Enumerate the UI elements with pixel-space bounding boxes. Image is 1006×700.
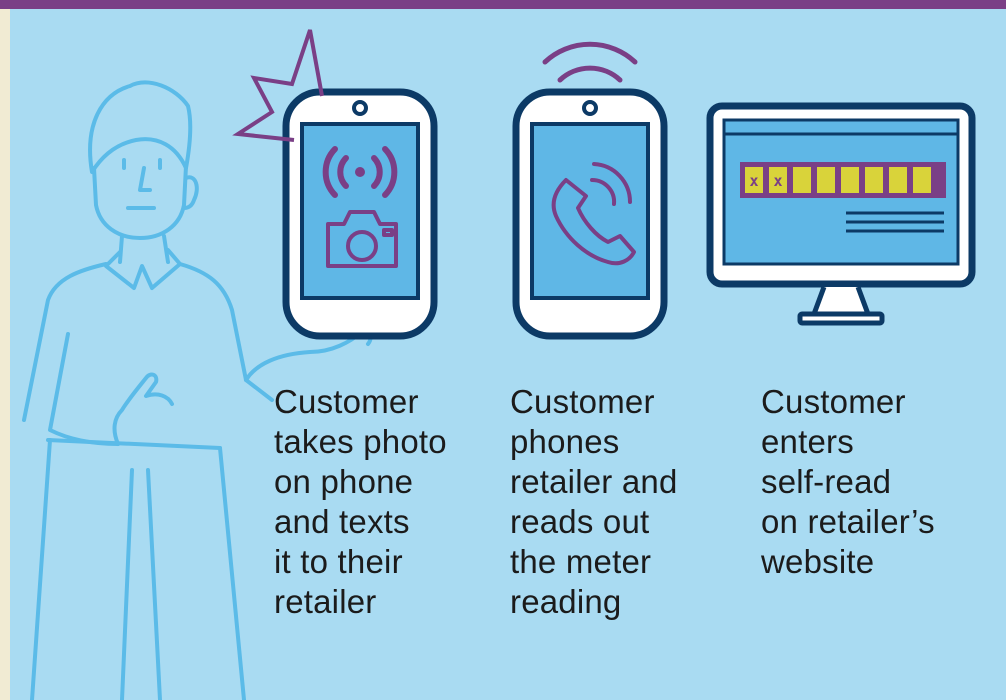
person-neck: [118, 234, 170, 264]
meter-display-cell: [889, 167, 907, 193]
signal-icon: [322, 146, 398, 198]
person-inner-arm: [48, 332, 120, 446]
meter-display-cell: [817, 167, 835, 193]
phone-screen: [530, 122, 650, 300]
person-waist: [46, 438, 222, 450]
meter-display-cell: [745, 167, 763, 193]
camera-icon: [326, 210, 398, 268]
meter-display-cell: [793, 167, 811, 193]
person-illustration: [22, 80, 373, 700]
handset-icon: [551, 162, 636, 266]
meter-display-digit: x: [749, 172, 758, 190]
person-nose: [138, 166, 152, 192]
person-torso: [22, 262, 248, 422]
phone-photo-group: [232, 29, 438, 340]
phone-camera-dot: [352, 100, 368, 116]
caption-phone-method: Customer phones retailer and reads out t…: [510, 383, 678, 620]
starburst-icon: [232, 29, 324, 142]
caption-photo-method: Customer takes photo on phone and texts …: [274, 383, 447, 620]
person-ear: [182, 175, 199, 210]
monitor-stand: [811, 286, 871, 317]
person-eyes: [122, 158, 162, 170]
meter-display-digit: x: [773, 172, 782, 190]
phone-call-group: [512, 41, 668, 340]
monitor-base: [797, 311, 885, 326]
person-legs: [30, 438, 246, 700]
text-lines: [846, 211, 944, 233]
person-hand: [112, 372, 174, 446]
meter-display-cell: [841, 167, 859, 193]
meter-display-cell: [769, 167, 787, 193]
phone-camera-dot: [582, 100, 598, 116]
top-accent-bar: [0, 0, 1006, 9]
sound-waves-icon: [542, 41, 638, 83]
meter-display-cell: [865, 167, 883, 193]
person-face: [92, 164, 188, 240]
meter-display-cell: [913, 167, 931, 193]
person-hair: [88, 80, 193, 174]
caption-website-method: Customer enters self-read on retailer’s …: [761, 383, 935, 580]
